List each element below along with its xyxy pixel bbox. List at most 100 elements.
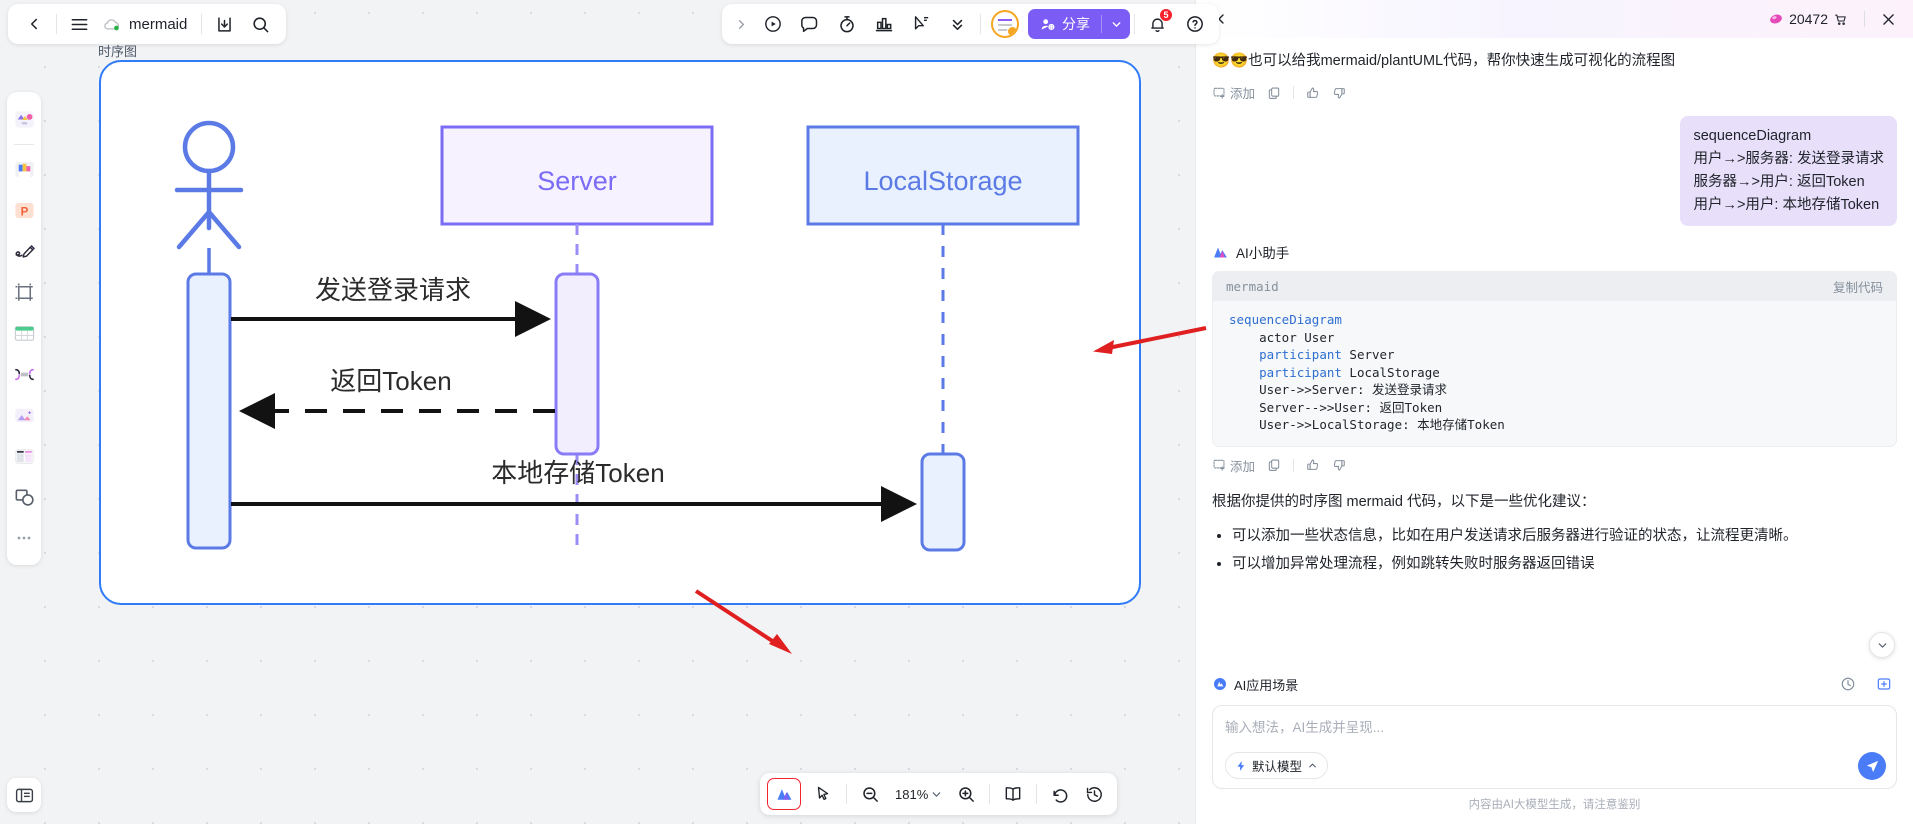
rail-item-table[interactable] <box>9 318 39 348</box>
diagram-frame[interactable]: Server LocalStorage <box>99 60 1141 605</box>
rail-item-connector[interactable] <box>9 359 39 389</box>
svg-text:P: P <box>20 206 28 218</box>
rail-item-template[interactable] <box>9 154 39 184</box>
rail-item-shape-group[interactable] <box>9 482 39 512</box>
expand-composer-button[interactable] <box>1871 671 1897 697</box>
zoom-out-button[interactable] <box>854 778 886 810</box>
connector-icon <box>14 368 34 380</box>
document-title-button[interactable]: mermaid <box>97 15 197 34</box>
canvas-area[interactable]: 时序图 Server <box>0 0 1195 824</box>
code-line-6: User->>LocalStorage: 本地存储Token <box>1259 417 1505 432</box>
code-language-label: mermaid <box>1226 279 1279 294</box>
comment-button[interactable] <box>791 7 828 41</box>
ai-scene-icon <box>1214 678 1226 690</box>
search-button[interactable] <box>242 7 278 41</box>
chat-thread[interactable]: 😎😎也可以给我mermaid/plantUML代码，帮你快速生成可视化的流程图 … <box>1196 38 1913 666</box>
panel-collapse-button[interactable] <box>1208 6 1234 32</box>
divider <box>1036 784 1038 804</box>
frame-icon <box>14 282 34 302</box>
zoom-in-button[interactable] <box>950 778 982 810</box>
undo-button[interactable] <box>1044 778 1076 810</box>
code-block: mermaid 复制代码 sequenceDiagram actor User … <box>1212 271 1897 447</box>
zoom-in-icon <box>959 786 974 802</box>
dislike-button-2[interactable] <box>1332 458 1346 472</box>
vote-chart-button[interactable] <box>865 7 902 41</box>
zoom-level-button[interactable]: 181% <box>888 778 948 810</box>
credits-chip[interactable]: 20472 <box>1762 9 1854 29</box>
back-button[interactable] <box>16 7 52 41</box>
actor-user-figure <box>174 120 244 250</box>
ai-scene-button[interactable]: AI应用场景 <box>1212 675 1298 694</box>
divider <box>1134 14 1135 34</box>
book-pages-icon <box>1005 787 1021 801</box>
rail-item-image[interactable] <box>9 400 39 430</box>
chevron-left-icon <box>30 18 38 30</box>
select-tool-button[interactable] <box>807 778 839 810</box>
timer-button[interactable] <box>828 7 865 41</box>
download-button[interactable] <box>206 7 242 41</box>
divider <box>201 14 203 34</box>
panel-close-button[interactable] <box>1875 6 1901 32</box>
expand-toolbar-button[interactable] <box>728 7 754 41</box>
note-panel-icon <box>15 788 33 802</box>
share-dropdown-button[interactable] <box>1102 9 1130 39</box>
history-button[interactable] <box>1835 671 1861 697</box>
presenter-mode-button[interactable] <box>902 7 939 41</box>
pen-draw-icon <box>15 244 35 258</box>
pages-button[interactable] <box>997 778 1029 810</box>
menu-button[interactable] <box>61 7 97 41</box>
divider <box>14 144 34 145</box>
model-selector-button[interactable]: 默认模型 <box>1225 752 1329 779</box>
svg-text:LocalStorage: LocalStorage <box>863 166 1022 196</box>
code-line-4: User->>Server: 发送登录请求 <box>1259 382 1447 397</box>
prompt-input[interactable]: 输入想法，AI生成并呈现... 默认模型 <box>1212 705 1897 789</box>
add-to-canvas-button[interactable]: 添加 <box>1212 83 1255 102</box>
left-tool-rail: P <box>7 92 41 565</box>
undo-icon <box>1053 788 1068 803</box>
clock-history-icon <box>1841 677 1855 691</box>
code-line-1: actor User <box>1259 329 1335 345</box>
ai-assistant-logo-icon <box>1214 247 1227 257</box>
ai-generate-button[interactable] <box>767 778 801 810</box>
share-button-main[interactable]: 分享 <box>1028 9 1101 39</box>
chevron-double-down-icon <box>952 19 963 30</box>
lightning-icon <box>1237 760 1245 771</box>
dislike-button[interactable] <box>1332 86 1346 100</box>
svg-text:本地存储Token: 本地存储Token <box>491 458 664 488</box>
code-block-header: mermaid 复制代码 <box>1213 272 1896 301</box>
present-button[interactable] <box>754 7 791 41</box>
svg-text:Server: Server <box>537 166 617 196</box>
message-actions-code: 添加 <box>1212 456 1897 475</box>
send-button[interactable] <box>1858 752 1886 780</box>
rail-item-pen[interactable] <box>9 236 39 266</box>
collapse-toolbar-button[interactable] <box>939 7 976 41</box>
scroll-to-bottom-button[interactable] <box>1869 632 1895 658</box>
cart-icon <box>1834 14 1846 25</box>
notifications-button[interactable]: 5 <box>1139 7 1176 41</box>
download-icon <box>218 16 231 32</box>
prompt-placeholder: 输入想法，AI生成并呈现... <box>1225 720 1385 735</box>
ai-side-panel: 20472 😎😎也可以给我mermaid/plantUML代码，帮你快速生成可视… <box>1195 0 1913 824</box>
copy-code-button[interactable]: 复制代码 <box>1832 281 1883 295</box>
list-item: 可以增加异常处理流程，例如跳转失败时服务器返回错误 <box>1232 551 1897 577</box>
rail-bottom-notes-button[interactable] <box>7 778 41 812</box>
rail-item-shapes[interactable] <box>9 104 39 134</box>
history-button[interactable] <box>1078 778 1110 810</box>
divider <box>980 14 981 34</box>
help-button[interactable] <box>1176 7 1213 41</box>
copy-button-2[interactable] <box>1267 458 1281 472</box>
rail-item-more[interactable] <box>9 523 39 553</box>
like-button-2[interactable] <box>1306 458 1320 472</box>
rail-item-ppt[interactable]: P <box>9 195 39 225</box>
rail-item-frame[interactable] <box>9 277 39 307</box>
rail-item-layout[interactable] <box>9 441 39 471</box>
like-button[interactable] <box>1306 86 1320 100</box>
divider <box>989 784 991 804</box>
copy-button[interactable] <box>1267 86 1281 100</box>
share-button[interactable]: 分享 <box>1028 9 1130 39</box>
shapes-icon <box>14 110 34 128</box>
code-line-5: Server-->>User: 返回Token <box>1259 399 1443 415</box>
avatar[interactable] <box>991 10 1019 38</box>
add-to-canvas-button-2[interactable]: 添加 <box>1212 456 1255 475</box>
